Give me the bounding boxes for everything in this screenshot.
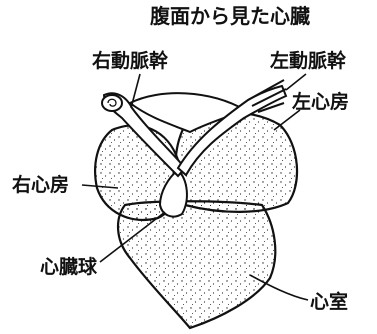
leader-line-left-aortic-trunk xyxy=(286,74,306,90)
label-right-aortic-trunk: 右動脈幹 xyxy=(92,52,168,71)
diagram-title: 腹面から見た心臓 xyxy=(150,6,310,26)
label-left-aortic-trunk: 左動脈幹 xyxy=(270,52,346,71)
right-aortic-trunk-opening xyxy=(102,95,122,111)
label-ventricle: 心室 xyxy=(310,293,348,312)
label-left-atrium: 左心房 xyxy=(292,93,349,112)
label-bulbus-cordis: 心臓球 xyxy=(40,258,97,277)
leader-line-left-atrium xyxy=(274,110,300,130)
label-right-atrium: 右心房 xyxy=(12,176,69,195)
